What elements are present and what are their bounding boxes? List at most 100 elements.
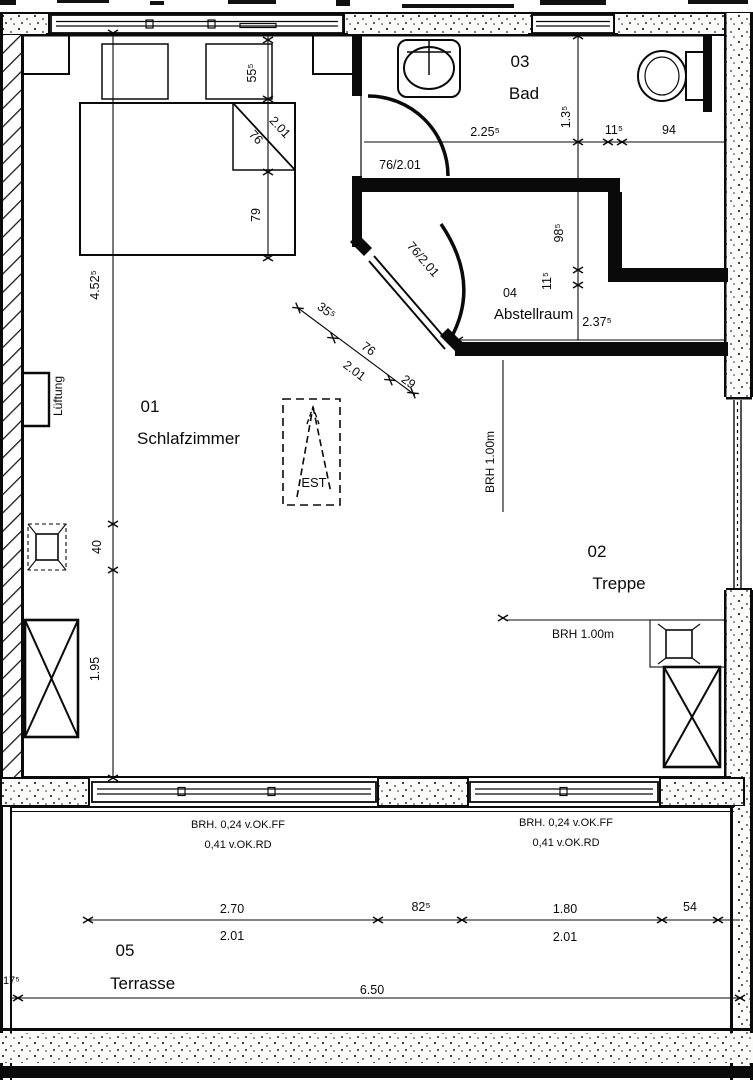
dim-wc-niche: 94 <box>662 123 676 137</box>
shaft-symbol-left <box>23 618 80 739</box>
shaft-symbol-right <box>662 665 722 769</box>
note-brh-left-2: 0,41 v.OK.RD <box>204 839 271 851</box>
room-name-terrasse: Terrasse <box>110 974 175 993</box>
exterior-walls <box>0 12 753 806</box>
right-wall-window <box>726 397 752 591</box>
bed-notch-diagonal <box>232 102 296 171</box>
dim-diag-door-height: 2.01 <box>340 358 368 384</box>
dim-bed-side: 79 <box>249 208 263 222</box>
bad-top-face-line <box>362 35 703 37</box>
hall-wall <box>352 192 362 247</box>
room-number-schlafzimmer: 01 <box>141 397 160 416</box>
terrace-slab-edge <box>3 1028 753 1031</box>
room-name-schlafzimmer: Schlafzimmer <box>137 429 240 448</box>
room-name-bad: Bad <box>509 84 539 103</box>
left-wall-outer-edge <box>0 13 3 778</box>
bad-bottom-wall <box>352 178 620 192</box>
bedroom-window-top <box>46 14 348 35</box>
terrace-window-right <box>469 781 659 803</box>
room-name-treppe: Treppe <box>592 574 645 593</box>
nightstand-right <box>205 43 273 100</box>
room-number-abstellraum: 04 <box>503 286 517 300</box>
room-number-bad: 03 <box>511 52 530 71</box>
bathroom-window-top <box>528 14 618 35</box>
bad-door-swing <box>367 94 450 177</box>
sink <box>397 39 461 98</box>
dim-win1-height: 2.01 <box>220 929 244 943</box>
terrace-structure <box>0 806 753 1080</box>
dim-bed-door-height: 2.01 <box>267 114 294 141</box>
dim-win2-width: 1.80 <box>553 902 577 916</box>
dimension-ticks <box>12 29 746 1002</box>
dim-bedroom-lower: 1.95 <box>88 657 102 681</box>
bed <box>79 102 296 256</box>
note-brh-right-1: BRH. 0,24 v.OK.FF <box>519 817 613 829</box>
dim-abst-width: 2.37⁵ <box>582 315 612 329</box>
dimension-lines <box>12 33 740 999</box>
label-brh-rail-vertical: BRH 1.00m <box>483 431 497 493</box>
terrace-right-wall <box>735 806 753 1080</box>
abstellraum-door <box>368 223 466 350</box>
dim-corner: 54 <box>683 900 697 914</box>
terrace-left-wall-outer <box>0 806 3 1080</box>
bottom-pier-right <box>659 777 745 807</box>
duct-symbol-right <box>649 619 727 668</box>
note-brh-left-1: BRH. 0,24 v.OK.FF <box>191 819 285 831</box>
corner-pier-left <box>24 35 70 75</box>
top-wall-pier-right <box>613 12 733 36</box>
dim-terrace-edge: 17⁵ <box>3 975 20 987</box>
dim-bad-wall: 11⁵ <box>605 123 623 137</box>
dim-line-diagonal <box>297 307 416 396</box>
top-wall-pier-middle <box>343 12 533 36</box>
top-wall-pier-left <box>0 12 50 36</box>
cut-off-drawing-above <box>0 0 748 8</box>
dim-nightstand: 55⁵ <box>245 63 259 82</box>
dim-abst-height: 98⁵ <box>552 223 566 242</box>
dim-bad-window: 1.3⁵ <box>559 106 573 129</box>
room-name-abstellraum: Abstellraum <box>494 306 573 323</box>
diagonal-wall-lower-jamb <box>440 328 464 352</box>
interior-walls <box>24 35 728 356</box>
left-wall-inner-edge <box>21 35 24 778</box>
bad-step-wall-vertical <box>608 192 622 270</box>
dim-bedroom-height: 4.52⁵ <box>88 270 102 300</box>
bottom-wall-band <box>0 776 745 812</box>
label-est: EST <box>301 475 326 490</box>
terrace-slab-band <box>0 1033 753 1063</box>
dim-diag-door-width: 76 <box>359 339 379 359</box>
note-brh-right-2: 0,41 v.OK.RD <box>532 837 599 849</box>
right-wall-upper <box>726 13 752 397</box>
terrace-bottom-edge <box>0 1066 753 1078</box>
label-bad-door: 76/2.01 <box>379 158 421 172</box>
abstellraum-bottom-wall <box>455 342 728 356</box>
ventilation-box <box>24 371 51 428</box>
bottom-pier-middle <box>377 777 469 807</box>
bedroom-top-face-line <box>24 35 352 37</box>
room-number-treppe: 02 <box>588 542 607 561</box>
right-wall-lower <box>726 590 752 806</box>
dim-terrace-width: 6.50 <box>360 983 384 997</box>
dim-win2-height: 2.01 <box>553 930 577 944</box>
dim-pier: 82⁵ <box>411 900 430 914</box>
terrace-right-wall-inner <box>730 806 733 1080</box>
dim-abst-wall: 11⁵ <box>540 272 554 290</box>
est-symbol <box>282 398 341 506</box>
terrace-window-left <box>91 781 377 803</box>
label-lueftung: Lüftung <box>51 376 65 416</box>
fixtures <box>23 39 727 769</box>
bottom-pier-left <box>0 777 90 807</box>
duct-symbol-left <box>27 523 67 571</box>
dim-bedroom-niche: 40 <box>90 540 104 554</box>
dim-bed-door-width: 76 <box>246 127 266 147</box>
bad-wall-upper <box>352 35 362 96</box>
label-abstell-door: 76/2.01 <box>404 239 442 280</box>
toilet <box>637 50 706 102</box>
dim-win1-width: 2.70 <box>220 902 244 916</box>
bad-step-wall-horizontal <box>608 268 728 282</box>
left-wall-hatched <box>3 35 21 778</box>
abstellraum-door-swing <box>439 223 466 339</box>
dim-diag-b: 29 <box>399 372 419 392</box>
room-number-terrasse: 05 <box>116 941 135 960</box>
